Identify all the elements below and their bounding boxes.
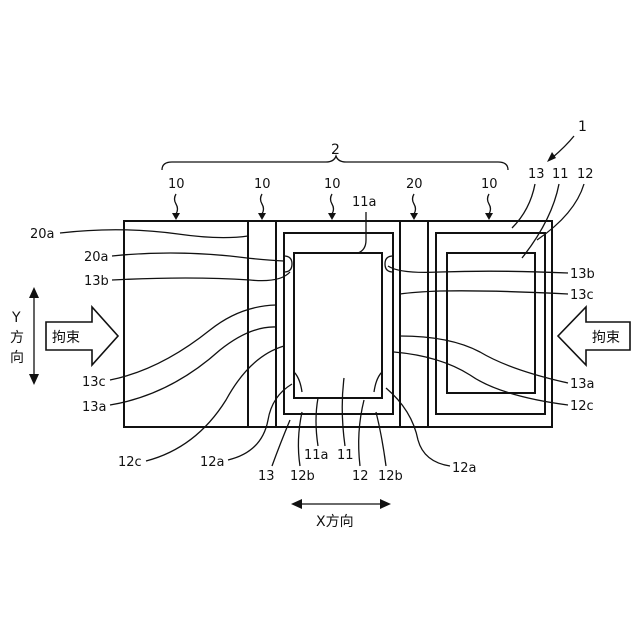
label-cell-b: 10 [254, 177, 271, 192]
leader-12c-left [146, 346, 284, 461]
label-cell-a: 10 [168, 177, 185, 192]
leader-20a-2 [112, 253, 284, 261]
leader-12b-right [376, 412, 386, 466]
center-case-outer [284, 233, 393, 414]
brace-group [162, 156, 508, 170]
right-constraint-arrow: 拘束 [558, 307, 630, 365]
y-text-1: 方 [10, 330, 24, 346]
left-arrow-text: 拘束 [52, 330, 80, 346]
label-12c-right: 12c [570, 399, 594, 414]
center-body [294, 253, 382, 398]
leader-13c-right [400, 291, 568, 294]
label-12c-left: 12c [118, 455, 142, 470]
label-13b-left: 13b [84, 274, 109, 289]
label-top-11: 11 [552, 167, 569, 182]
y-text-2: 向 [10, 350, 24, 366]
right-case-outer [436, 233, 545, 414]
label-spacer: 20 [406, 177, 423, 192]
label-top-13: 13 [528, 167, 545, 182]
y-direction: Y 方 向 [10, 287, 39, 385]
leader-12a-left [228, 384, 292, 460]
notch-left-upper [284, 256, 292, 272]
notch-right-upper [385, 256, 393, 272]
label-12a-right: 12a [452, 461, 477, 476]
leader-13b-left [112, 272, 290, 281]
label-11-bottom: 11 [337, 448, 354, 463]
leader-12c-right [394, 352, 568, 405]
leader-assembly [552, 136, 574, 158]
label-top-12: 12 [577, 167, 594, 182]
leader-13c-left [110, 305, 276, 380]
notch-bottom-right [374, 372, 382, 392]
y-letter: Y [11, 310, 21, 326]
left-constraint-arrow: 拘束 [46, 307, 118, 365]
label-12-bottom: 12 [352, 469, 369, 484]
label-20a-2: 20a [84, 250, 109, 265]
top-pointers [172, 194, 493, 220]
label-13a-right: 13a [570, 377, 595, 392]
label-13-bottom: 13 [258, 469, 275, 484]
label-13b-right: 13b [570, 267, 595, 282]
right-arrow-text: 拘束 [592, 330, 620, 346]
notch-bottom-left [294, 372, 302, 392]
label-13a-left: 13a [82, 400, 107, 415]
label-13c-left: 13c [82, 375, 106, 390]
label-cell-d: 10 [481, 177, 498, 192]
label-20a-1: 20a [30, 227, 55, 242]
leader-11-bottom [342, 378, 345, 446]
label-assembly: 1 [578, 119, 587, 135]
label-13c-right: 13c [570, 288, 594, 303]
x-text: X方向 [316, 514, 354, 530]
leader-12-bottom [359, 400, 364, 466]
leader-13a-right [400, 336, 568, 383]
outer-frame [124, 221, 552, 427]
label-12b-left: 12b [290, 469, 315, 484]
leader-13b-right [388, 266, 568, 273]
label-cell-c: 10 [324, 177, 341, 192]
x-direction: X方向 [291, 499, 391, 530]
leader-11a-bottom [316, 398, 318, 446]
leader-top-12 [537, 184, 584, 240]
label-11a-bottom: 11a [304, 448, 329, 463]
label-12a-left: 12a [200, 455, 225, 470]
leader-20a-1 [60, 230, 248, 238]
arrowhead-assembly [547, 152, 556, 162]
label-12b-right: 12b [378, 469, 403, 484]
right-body [447, 253, 535, 393]
label-11a-top: 11a [352, 195, 377, 210]
leader-12b-left [298, 412, 302, 466]
